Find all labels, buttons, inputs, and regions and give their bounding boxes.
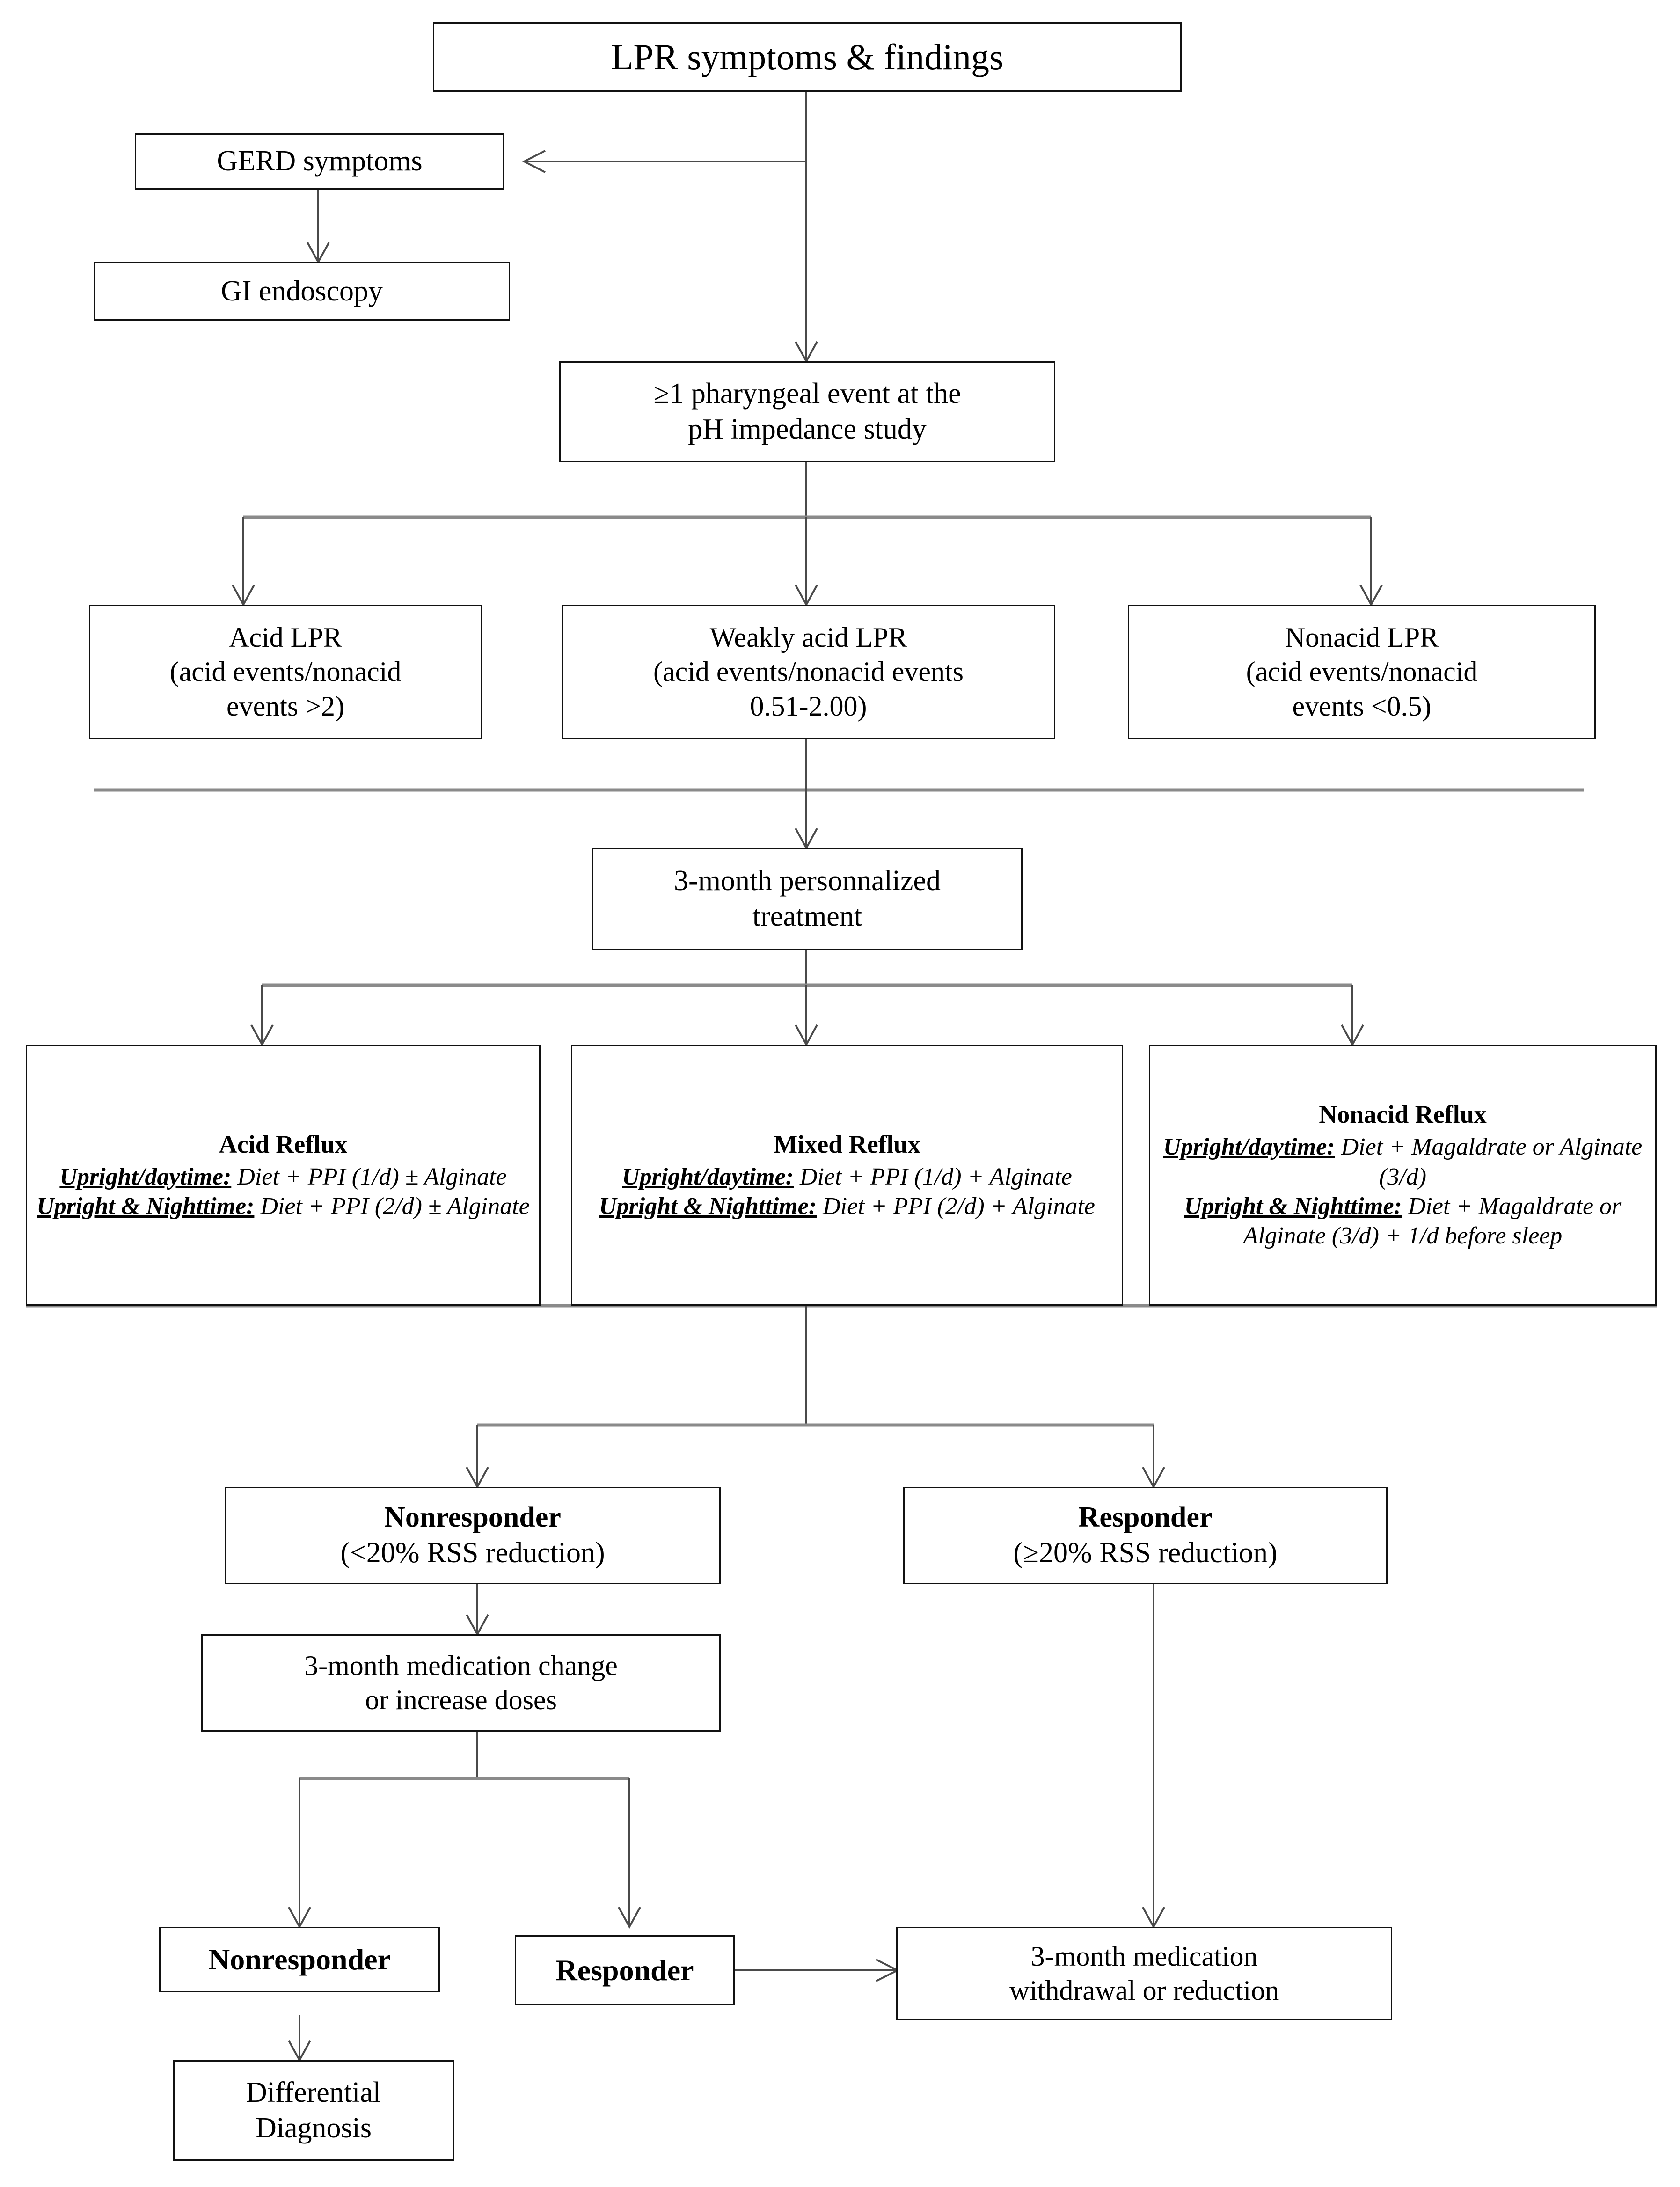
node-mixed-reflux-rx-night-label: Upright & Nighttime: bbox=[599, 1192, 817, 1220]
node-weakly-acid-lpr[interactable]: Weakly acid LPR (acid events/nonacid eve… bbox=[562, 605, 1055, 739]
node-responder-1[interactable]: Responder (≥20% RSS reduction) bbox=[903, 1487, 1388, 1584]
node-differential-diagnosis-line2: Diagnosis bbox=[256, 2112, 372, 2144]
node-personalized-treatment-line1: 3-month personnalized bbox=[674, 865, 941, 897]
node-lpr-symptoms[interactable]: LPR symptoms & findings bbox=[433, 22, 1182, 92]
node-acid-reflux-rx-day-label: Upright/daytime: bbox=[59, 1163, 232, 1190]
node-differential-diagnosis[interactable]: Differential Diagnosis bbox=[173, 2060, 454, 2161]
node-medication-change-line1: 3-month medication change bbox=[304, 1650, 618, 1681]
node-personalized-treatment-line2: treatment bbox=[752, 900, 862, 932]
node-acid-lpr[interactable]: Acid LPR (acid events/nonacid events >2) bbox=[89, 605, 482, 739]
node-mixed-reflux-rx-day-label: Upright/daytime: bbox=[622, 1163, 794, 1190]
node-weakly-acid-lpr-line2: (acid events/nonacid events bbox=[653, 656, 964, 688]
node-nonacid-reflux-rx-nighttime: Upright & Nighttime: Diet + Magaldrate o… bbox=[1156, 1192, 1650, 1251]
node-acid-reflux-rx-nighttime: Upright & Nighttime: Diet + PPI (2/d) ± … bbox=[33, 1192, 533, 1221]
node-nonacid-reflux-rx-day-label: Upright/daytime: bbox=[1163, 1134, 1335, 1161]
node-nonacid-reflux-rx-night-label: Upright & Nighttime: bbox=[1184, 1192, 1402, 1220]
node-responder-1-heading: Responder bbox=[1078, 1501, 1213, 1534]
node-medication-change[interactable]: 3-month medication change or increase do… bbox=[201, 1634, 721, 1732]
node-nonacid-reflux-rx-daytime: Upright/daytime: Diet + Magaldrate or Al… bbox=[1156, 1132, 1650, 1192]
node-nonacid-reflux-rx[interactable]: Nonacid Reflux Upright/daytime: Diet + M… bbox=[1149, 1045, 1657, 1306]
node-ph-impedance[interactable]: ≥1 pharyngeal event at the pH impedance … bbox=[559, 361, 1055, 462]
node-responder-1-sub: (≥20% RSS reduction) bbox=[1013, 1537, 1278, 1569]
node-gi-endoscopy[interactable]: GI endoscopy bbox=[94, 262, 510, 321]
node-nonacid-lpr[interactable]: Nonacid LPR (acid events/nonacid events … bbox=[1128, 605, 1596, 739]
node-mixed-reflux-rx-daytime: Upright/daytime: Diet + PPI (1/d) + Algi… bbox=[578, 1162, 1116, 1192]
node-gi-endoscopy-label: GI endoscopy bbox=[220, 275, 383, 307]
node-personalized-treatment[interactable]: 3-month personnalized treatment bbox=[592, 848, 1023, 950]
node-medication-change-line2: or increase doses bbox=[365, 1684, 557, 1715]
node-mixed-reflux-rx[interactable]: Mixed Reflux Upright/daytime: Diet + PPI… bbox=[571, 1045, 1123, 1306]
node-nonresponder-1-heading: Nonresponder bbox=[384, 1501, 561, 1534]
node-acid-lpr-line2: (acid events/nonacid bbox=[169, 656, 402, 688]
node-medication-withdrawal-line2: withdrawal or reduction bbox=[1009, 1975, 1279, 2006]
node-differential-diagnosis-line1: Differential bbox=[246, 2076, 381, 2108]
node-gerd-symptoms[interactable]: GERD symptoms bbox=[135, 133, 504, 190]
node-nonresponder-1[interactable]: Nonresponder (<20% RSS reduction) bbox=[225, 1487, 721, 1584]
node-medication-withdrawal[interactable]: 3-month medication withdrawal or reducti… bbox=[896, 1927, 1392, 2020]
node-acid-reflux-rx-night-label: Upright & Nighttime: bbox=[37, 1192, 255, 1220]
node-mixed-reflux-rx-night-text: Diet + PPI (2/d) + Alginate bbox=[817, 1192, 1096, 1220]
node-acid-reflux-rx-night-text: Diet + PPI (2/d) ± Alginate bbox=[254, 1192, 530, 1220]
node-gerd-symptoms-label: GERD symptoms bbox=[217, 145, 423, 177]
node-nonacid-lpr-line3: events <0.5) bbox=[1292, 690, 1432, 722]
node-ph-impedance-line1: ≥1 pharyngeal event at the bbox=[653, 377, 961, 410]
node-nonresponder-2[interactable]: Nonresponder bbox=[159, 1927, 440, 1992]
node-nonacid-lpr-line1: Nonacid LPR bbox=[1285, 622, 1439, 653]
node-acid-reflux-rx-daytime: Upright/daytime: Diet + PPI (1/d) ± Algi… bbox=[33, 1162, 533, 1192]
node-mixed-reflux-rx-day-text: Diet + PPI (1/d) + Alginate bbox=[793, 1163, 1072, 1190]
node-responder-2-label: Responder bbox=[555, 1953, 694, 1987]
node-nonacid-lpr-line2: (acid events/nonacid bbox=[1246, 656, 1478, 688]
node-acid-lpr-line1: Acid LPR bbox=[229, 622, 342, 653]
node-ph-impedance-line2: pH impedance study bbox=[688, 413, 927, 445]
node-acid-reflux-rx[interactable]: Acid Reflux Upright/daytime: Diet + PPI … bbox=[26, 1045, 541, 1306]
node-weakly-acid-lpr-line1: Weakly acid LPR bbox=[709, 622, 907, 653]
node-mixed-reflux-rx-nighttime: Upright & Nighttime: Diet + PPI (2/d) + … bbox=[578, 1192, 1116, 1221]
node-nonresponder-1-sub: (<20% RSS reduction) bbox=[340, 1537, 605, 1569]
node-nonacid-reflux-rx-night-text: Diet + Magaldrate or Alginate (3/d) + 1/… bbox=[1243, 1192, 1622, 1250]
node-acid-lpr-line3: events >2) bbox=[226, 690, 345, 722]
node-nonacid-reflux-rx-day-text: Diet + Magaldrate or Alginate (3/d) bbox=[1335, 1134, 1643, 1190]
node-nonacid-reflux-rx-heading: Nonacid Reflux bbox=[1319, 1100, 1487, 1129]
node-acid-reflux-rx-heading: Acid Reflux bbox=[219, 1130, 348, 1158]
node-mixed-reflux-rx-heading: Mixed Reflux bbox=[774, 1130, 920, 1158]
node-lpr-symptoms-label: LPR symptoms & findings bbox=[611, 37, 1004, 78]
node-responder-2[interactable]: Responder bbox=[515, 1935, 735, 2005]
node-weakly-acid-lpr-line3: 0.51-2.00) bbox=[750, 690, 867, 722]
node-nonresponder-2-label: Nonresponder bbox=[208, 1942, 391, 1976]
node-acid-reflux-rx-day-text: Diet + PPI (1/d) ± Alginate bbox=[231, 1163, 507, 1190]
node-medication-withdrawal-line1: 3-month medication bbox=[1030, 1940, 1258, 1972]
